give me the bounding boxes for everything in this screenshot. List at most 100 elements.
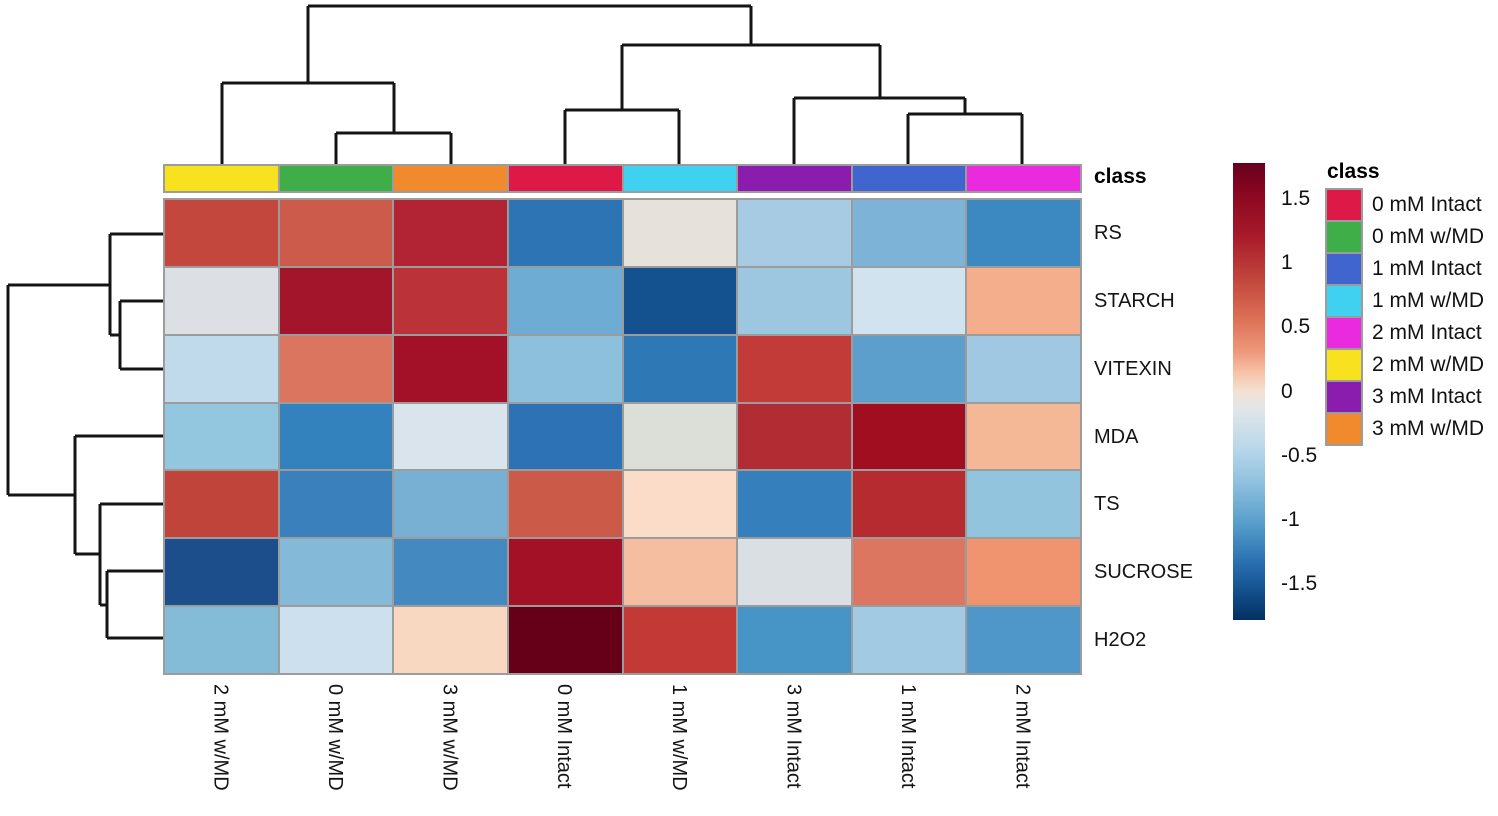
heatmap-cell xyxy=(623,403,737,470)
legend-swatch xyxy=(1327,286,1361,316)
heatmap-cell xyxy=(852,471,966,538)
colorbar-tick-label: -0.5 xyxy=(1281,443,1318,467)
heatmap-cell xyxy=(852,607,966,673)
heatmap-cell xyxy=(508,200,622,266)
legend-item-label: 3 mM w/MD xyxy=(1372,417,1484,440)
heatmap-cell xyxy=(852,539,966,606)
heatmap-cell xyxy=(394,335,507,402)
heatmap-cell xyxy=(623,607,737,673)
legend-title: class xyxy=(1327,160,1380,183)
heatmap-cell xyxy=(165,200,278,266)
heatmap-cell xyxy=(279,267,393,334)
legend-swatch xyxy=(1327,382,1361,412)
heatmap-cell xyxy=(394,471,507,538)
heatmap-cell xyxy=(623,200,737,266)
column-label: 2 mM w/MD xyxy=(209,684,232,791)
legend-item-label: 1 mM w/MD xyxy=(1372,289,1484,312)
class-bar-label: class xyxy=(1094,165,1147,188)
legend-item-label: 0 mM w/MD xyxy=(1372,225,1484,248)
colorbar-tick-label: 0.5 xyxy=(1281,315,1311,339)
heatmap-cell xyxy=(623,267,737,334)
class-bar-segment xyxy=(279,166,393,191)
heatmap-cell xyxy=(623,335,737,402)
heatmap-cell xyxy=(967,200,1080,266)
heatmap-cell xyxy=(279,335,393,402)
heatmap-cell xyxy=(394,267,507,334)
heatmap-cell xyxy=(967,335,1080,402)
column-label: 0 mM Intact xyxy=(553,684,576,789)
heatmap-cell xyxy=(623,539,737,606)
legend-swatch xyxy=(1327,222,1361,252)
legend-swatch xyxy=(1327,414,1361,444)
heatmap-cell xyxy=(508,403,622,470)
colorbar-tick-label: -1.5 xyxy=(1281,572,1318,596)
heatmap-cell xyxy=(394,539,507,606)
class-bar-segment xyxy=(165,166,278,191)
legend-item-label: 0 mM Intact xyxy=(1372,193,1482,216)
class-bar-segment xyxy=(738,166,851,191)
class-bar-segment xyxy=(852,166,966,191)
row-label: MDA xyxy=(1094,425,1139,448)
heatmap-cell xyxy=(279,200,393,266)
heatmap-cell xyxy=(738,200,851,266)
column-label: 1 mM Intact xyxy=(897,684,920,789)
legend-item-label: 2 mM Intact xyxy=(1372,321,1482,344)
heatmap-cell xyxy=(738,267,851,334)
heatmap-cell xyxy=(279,471,393,538)
heatmap-cell xyxy=(852,200,966,266)
row-label: RS xyxy=(1094,221,1122,244)
heatmap-cell xyxy=(738,471,851,538)
class-bar-segment xyxy=(394,166,507,191)
heatmap-cell xyxy=(852,335,966,402)
colorbar-tick-label: 1 xyxy=(1281,251,1293,275)
heatmap-cell xyxy=(967,471,1080,538)
heatmap-cell xyxy=(738,607,851,673)
column-label: 2 mM Intact xyxy=(1011,684,1034,789)
heatmap-cell xyxy=(165,403,278,470)
heatmap-cell xyxy=(394,200,507,266)
heatmap-cell xyxy=(279,403,393,470)
column-label: 1 mM w/MD xyxy=(667,684,690,791)
row-label: VITEXIN xyxy=(1094,357,1172,380)
colorbar xyxy=(1233,163,1265,620)
heatmap-cell xyxy=(508,267,622,334)
legend-item-label: 1 mM Intact xyxy=(1372,257,1482,280)
heatmap-cell xyxy=(967,607,1080,673)
heatmap-cell xyxy=(738,335,851,402)
class-annotation-bar xyxy=(163,164,1082,193)
heatmap-cell xyxy=(165,607,278,673)
column-label: 0 mM w/MD xyxy=(323,684,346,791)
heatmap-cell xyxy=(508,607,622,673)
heatmap-cell xyxy=(508,539,622,606)
heatmap-cell xyxy=(967,267,1080,334)
heatmap-cell xyxy=(508,471,622,538)
heatmap-cell xyxy=(967,403,1080,470)
heatmap-cell xyxy=(165,539,278,606)
legend-swatch xyxy=(1327,350,1361,380)
heatmap-cell xyxy=(967,539,1080,606)
class-bar-segment xyxy=(623,166,737,191)
class-legend xyxy=(1325,188,1363,446)
heatmap-cell xyxy=(738,539,851,606)
legend-item-label: 2 mM w/MD xyxy=(1372,353,1484,376)
heatmap-cell xyxy=(508,335,622,402)
heatmap-cell xyxy=(852,403,966,470)
column-label: 3 mM w/MD xyxy=(438,684,461,791)
heatmap-cell xyxy=(394,607,507,673)
heatmap-cell xyxy=(165,267,278,334)
row-label: H2O2 xyxy=(1094,629,1147,652)
colorbar-tick-label: 0 xyxy=(1281,379,1293,403)
heatmap-cell xyxy=(394,403,507,470)
heatmap-cell xyxy=(279,539,393,606)
legend-swatch xyxy=(1327,318,1361,348)
legend-swatch xyxy=(1327,254,1361,284)
heatmap-grid xyxy=(163,198,1082,675)
heatmap-cell xyxy=(852,267,966,334)
row-label: TS xyxy=(1094,493,1120,516)
class-bar-segment xyxy=(967,166,1080,191)
colorbar-tick-label: 1.5 xyxy=(1281,186,1311,210)
legend-swatch xyxy=(1327,190,1361,220)
row-label: SUCROSE xyxy=(1094,561,1193,584)
column-label: 3 mM Intact xyxy=(782,684,805,789)
